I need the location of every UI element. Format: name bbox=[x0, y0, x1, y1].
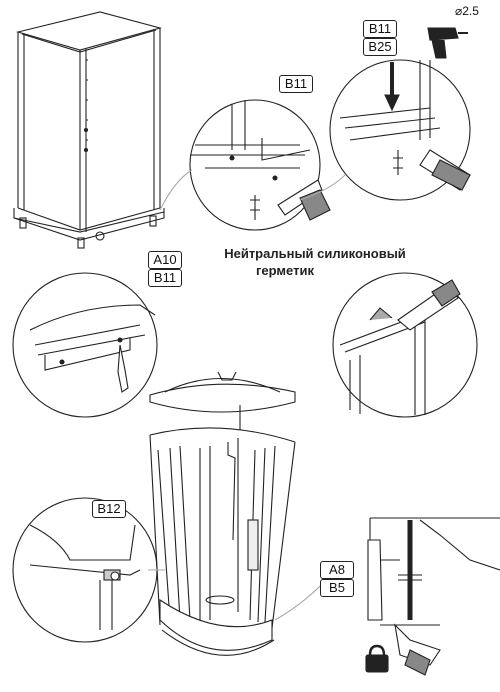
shower-cabin-illustration bbox=[149, 427, 296, 656]
detail-circle-screw bbox=[329, 59, 471, 201]
detail-circle-bracket bbox=[12, 272, 158, 418]
label-a8: A8 bbox=[320, 561, 354, 579]
label-a10-b11: B11 bbox=[148, 269, 182, 287]
label-b12: B12 bbox=[92, 500, 126, 518]
padlock-icon bbox=[365, 644, 389, 673]
foot-adjust-detail bbox=[367, 517, 500, 676]
leader-line bbox=[159, 169, 193, 211]
shower-roof-illustration bbox=[149, 371, 296, 430]
caption-line-2: герметик bbox=[256, 263, 314, 278]
caption-line-1: Нейтральный силиконовый bbox=[224, 246, 406, 261]
detail-circle-tray-edge bbox=[12, 497, 158, 643]
detail-circle-rail bbox=[189, 99, 331, 231]
leader-line bbox=[299, 174, 346, 201]
label-b5: B5 bbox=[320, 579, 354, 597]
label-b11-top: B11 bbox=[363, 20, 397, 38]
cabin-frame-illustration bbox=[13, 11, 165, 249]
drill-icon bbox=[427, 27, 468, 59]
label-a10: A10 bbox=[148, 251, 182, 269]
label-b11-mid: B11 bbox=[279, 75, 313, 93]
drill-diameter: ⌀2.5 bbox=[455, 4, 479, 18]
label-b25: B25 bbox=[363, 38, 397, 56]
detail-circle-silicone bbox=[332, 272, 478, 418]
